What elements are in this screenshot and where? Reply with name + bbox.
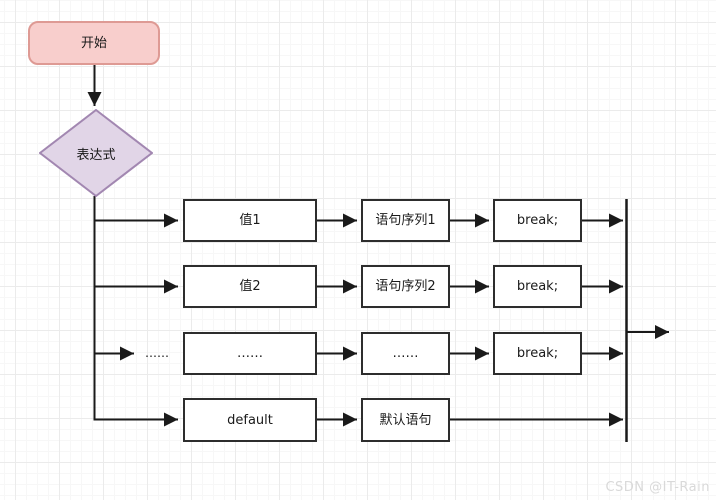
case-node-1: 值1 [183, 199, 317, 242]
break-label-2: break; [516, 279, 559, 294]
case-label-default: default [227, 412, 273, 428]
case-node-2: 值2 [183, 265, 317, 308]
break-node-2: break; [493, 265, 582, 308]
case-node-default: default [183, 398, 317, 442]
statement-label-default: 默认语句 [379, 412, 432, 428]
connector-trunk-to-default [93, 196, 178, 427]
statement-node-2: 语句序列2 [361, 265, 450, 308]
break-node-3: break; [493, 332, 582, 375]
break-node-1: break; [493, 199, 582, 242]
statement-label-3: …… [392, 346, 419, 361]
statement-label-1: 语句序列1 [375, 213, 436, 228]
statement-node-1: 语句序列1 [361, 199, 450, 242]
decision-node: 表达式 [39, 109, 153, 197]
case-label-2: 值2 [239, 279, 261, 294]
start-node: 开始 [28, 21, 160, 65]
break-label-3: break; [516, 346, 559, 361]
statement-label-2: 语句序列2 [375, 279, 436, 294]
case-label-1: 值1 [239, 213, 261, 228]
decision-label: 表达式 [76, 147, 116, 163]
start-label: 开始 [80, 35, 107, 51]
case-label-3: …… [237, 346, 263, 361]
statement-node-default: 默认语句 [361, 398, 450, 442]
decision-shape [39, 109, 153, 197]
break-label-1: break; [516, 213, 559, 228]
statement-node-3: …… [361, 332, 450, 375]
case-node-3: …… [183, 332, 317, 375]
branch-ellipsis-label: …… [145, 346, 169, 360]
watermark: CSDN @IT-Rain [605, 480, 710, 495]
